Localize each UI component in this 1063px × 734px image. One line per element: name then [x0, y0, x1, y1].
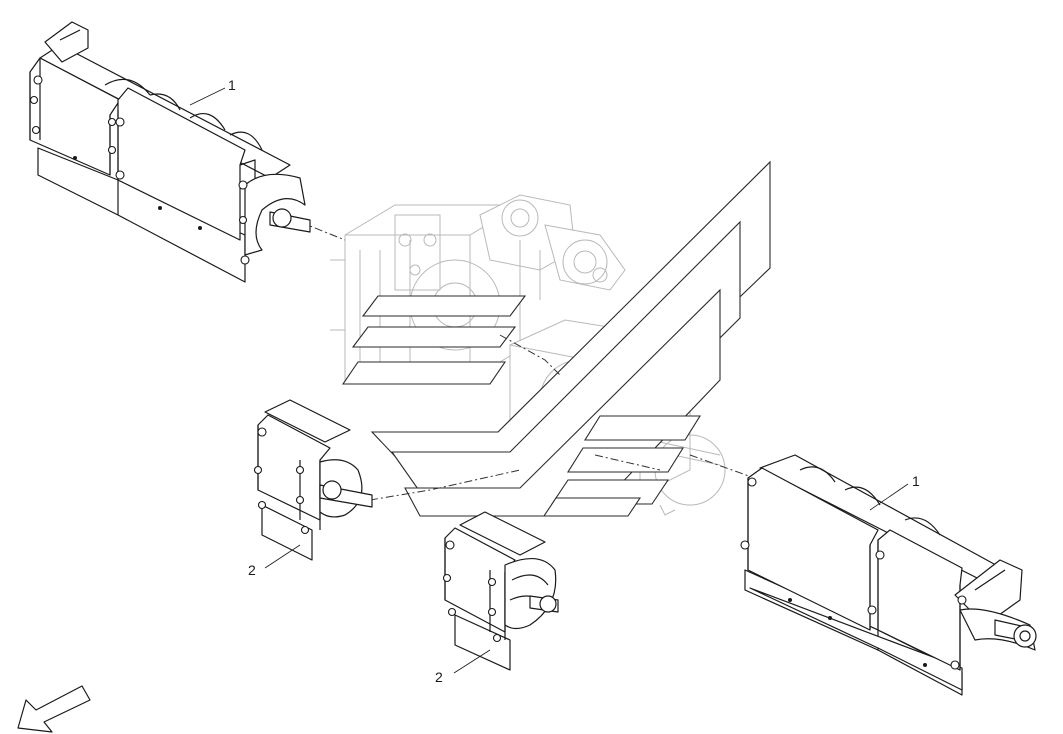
auger-housing-long-upper-left	[29, 21, 311, 283]
assembly-centre-lines	[299, 221, 761, 501]
watermark-logo	[341, 160, 771, 517]
auger-housing-short-left	[253, 399, 373, 561]
callout-leaders	[189, 87, 909, 674]
callout-label-2-center: 2	[435, 669, 443, 685]
orientation-arrow-icon	[17, 685, 91, 733]
callout-label-1-lower: 1	[912, 473, 920, 489]
auger-housing-long-lower-right	[740, 454, 1037, 696]
auger-housing-short-center	[442, 511, 559, 671]
callout-label-1-upper: 1	[228, 77, 236, 93]
callout-label-2-left: 2	[248, 562, 256, 578]
